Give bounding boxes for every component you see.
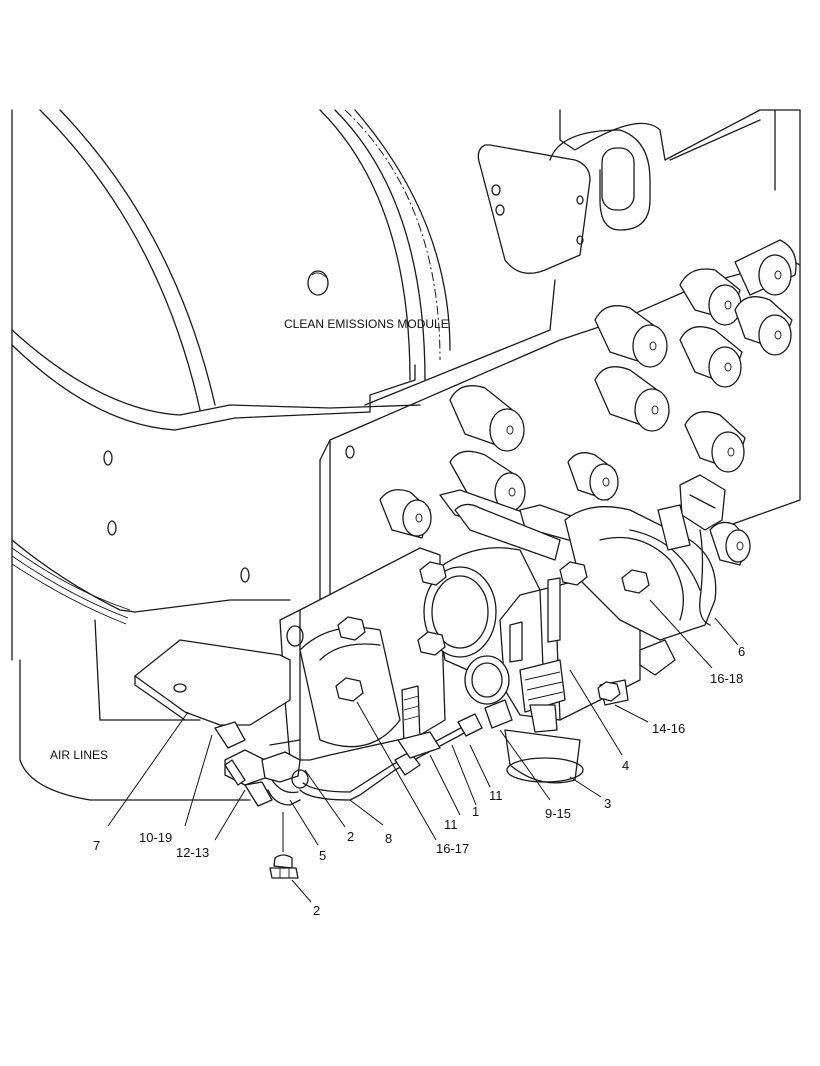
cover-plate xyxy=(134,639,291,726)
hex-bolt xyxy=(419,561,447,586)
mounting-bracket xyxy=(477,109,801,526)
air-lines-label: AIR LINES xyxy=(50,748,108,762)
isolator-mount xyxy=(684,411,746,473)
isolator-mount xyxy=(734,296,793,356)
leader-lines xyxy=(107,599,739,903)
hex-bolt xyxy=(337,616,366,641)
hex-bolt xyxy=(559,561,588,586)
callout-2-a: 2 xyxy=(347,829,354,844)
callout-11-b: 11 xyxy=(444,817,458,832)
air-line-fittings xyxy=(214,685,513,807)
callout-9-15: 9-15 xyxy=(545,806,571,821)
isolator-mounts xyxy=(379,239,797,566)
callout-5: 5 xyxy=(319,848,326,863)
isolator-mount xyxy=(709,521,751,566)
isolator-mount xyxy=(567,452,619,501)
hex-bolt xyxy=(597,681,621,702)
callout-16-17: 16-17 xyxy=(436,841,469,856)
isolator-mount xyxy=(734,239,797,296)
callout-16-18: 16-18 xyxy=(710,671,743,686)
plug xyxy=(269,854,299,879)
callout-6: 6 xyxy=(738,644,745,659)
hex-bolt xyxy=(621,569,650,594)
callout-2-b: 2 xyxy=(313,903,320,918)
callout-14-16: 14-16 xyxy=(652,721,685,736)
hex-bolt xyxy=(417,631,446,656)
isolator-mount xyxy=(679,326,743,388)
isolator-mount xyxy=(449,385,525,452)
callout-10-19: 10-19 xyxy=(139,830,172,845)
module-label: CLEAN EMISSIONS MODULE xyxy=(284,317,449,331)
isolator-mount xyxy=(594,305,668,368)
isolator-mount xyxy=(379,489,432,539)
callout-11-a: 11 xyxy=(489,788,503,803)
callout-7: 7 xyxy=(93,838,100,853)
callout-1: 1 xyxy=(472,804,479,819)
hex-bolt xyxy=(335,677,364,702)
callout-4: 4 xyxy=(622,758,629,773)
callout-3: 3 xyxy=(604,796,611,811)
callout-12-13: 12-13 xyxy=(176,845,209,860)
isolator-mount xyxy=(594,366,670,432)
hex-bolts xyxy=(206,561,650,720)
clean-emissions-module-outline xyxy=(11,109,556,801)
callout-8: 8 xyxy=(385,831,392,846)
isolator-mount xyxy=(679,268,742,326)
